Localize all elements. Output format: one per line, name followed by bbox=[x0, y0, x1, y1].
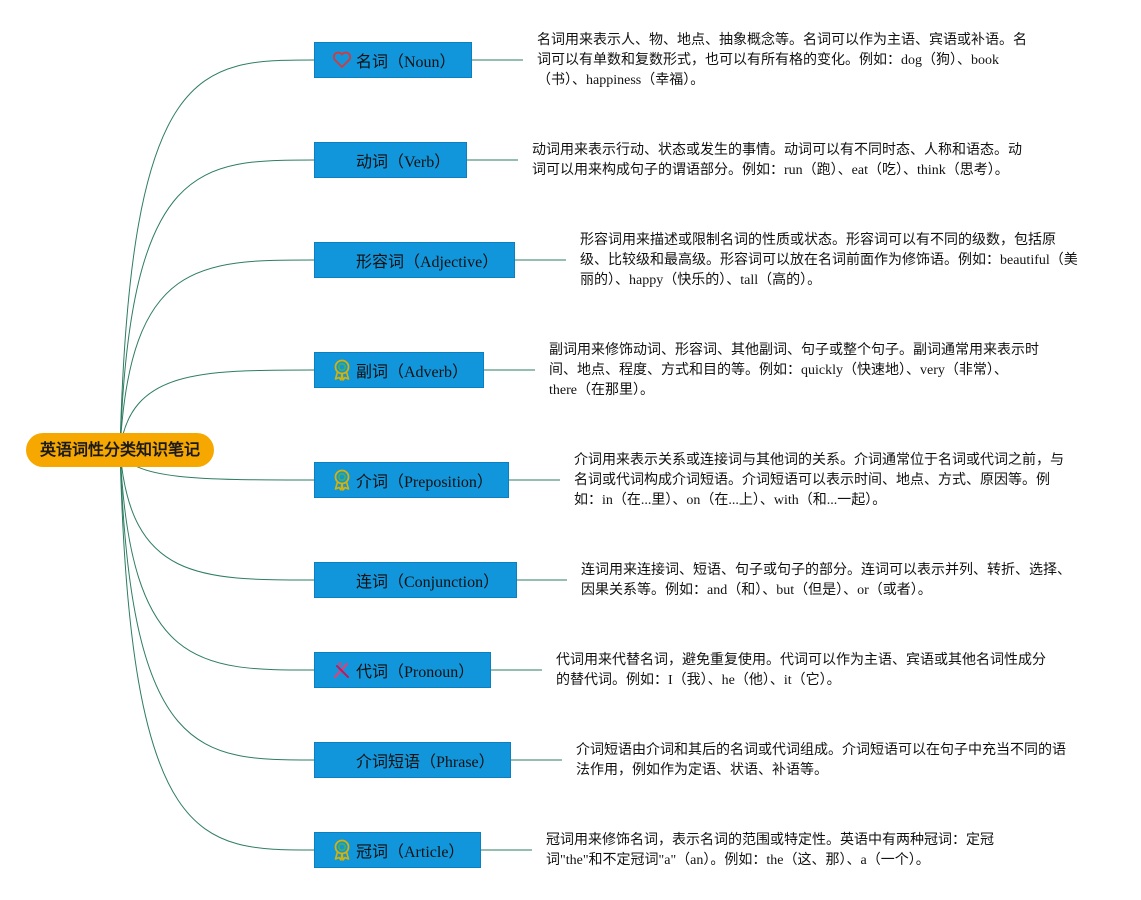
description-line: 间、地点、程度、方式和目的等。例如：quickly（快速地）、very（非常）、 bbox=[549, 363, 1008, 378]
description-line: 如：in（在...里）、on（在...上）、with（和...一起）。 bbox=[574, 493, 887, 508]
blank-icon bbox=[331, 749, 353, 771]
description-line: 级、比较级和最高级。形容词可以放在名词前面作为修饰语。例如：beautiful（… bbox=[580, 253, 1078, 268]
topic-description: 介词用来表示关系或连接词与其他词的关系。介词通常位于名词或代词之前，与名词或代词… bbox=[574, 451, 1064, 511]
pencil-tools-icon bbox=[331, 659, 353, 681]
root-topic[interactable]: 英语词性分类知识笔记 bbox=[26, 433, 214, 467]
topic-description: 代词用来代替名词，避免重复使用。代词可以作为主语、宾语或其他名词性成分的替代词。… bbox=[556, 651, 1046, 691]
heart-icon bbox=[331, 49, 353, 71]
description-line: 丽的）、happy（快乐的）、tall（高的）。 bbox=[580, 273, 822, 288]
blank-icon bbox=[331, 569, 353, 591]
topic-description: 形容词用来描述或限制名词的性质或状态。形容词可以有不同的级数，包括原级、比较级和… bbox=[580, 231, 1078, 291]
description-line: （书）、happiness（幸福）。 bbox=[537, 73, 705, 88]
topic-label: 代词（Pronoun） bbox=[356, 664, 475, 681]
description-line: 名词用来表示人、物、地点、抽象概念等。名词可以作为主语、宾语或补语。名 bbox=[537, 33, 1027, 48]
root-to-node-connector bbox=[119, 449, 315, 761]
root-to-node-connector bbox=[119, 449, 315, 581]
topic-node-1[interactable]: 名词（Noun） bbox=[314, 42, 472, 78]
root-to-node-connector bbox=[119, 449, 315, 851]
award-badge-icon bbox=[331, 839, 353, 861]
description-line: 副词用来修饰动词、形容词、其他副词、句子或整个句子。副词通常用来表示时 bbox=[549, 343, 1039, 358]
description-line: there（在那里）。 bbox=[549, 383, 654, 398]
description-line: 词"the"和不定冠词"a"（an）。例如：the（这、那）、a（一个）。 bbox=[546, 853, 930, 868]
description-line: 冠词用来修饰名词，表示名词的范围或特定性。英语中有两种冠词：定冠 bbox=[546, 833, 994, 848]
topic-label: 动词（Verb） bbox=[356, 154, 451, 171]
description-line: 因果关系等。例如：and（和）、but（但是）、or（或者）。 bbox=[581, 583, 932, 598]
description-line: 词可以用来构成句子的谓语部分。例如：run（跑）、eat（吃）、think（思考… bbox=[532, 163, 1009, 178]
root-to-node-connector bbox=[119, 449, 315, 671]
award-badge-icon bbox=[331, 469, 353, 491]
blank-icon bbox=[331, 249, 353, 271]
topic-node-7[interactable]: 代词（Pronoun） bbox=[314, 652, 491, 688]
topic-node-8[interactable]: 介词短语（Phrase） bbox=[314, 742, 511, 778]
description-line: 连词用来连接词、短语、句子或句子的部分。连词可以表示并列、转折、选择、 bbox=[581, 563, 1071, 578]
description-line: 形容词用来描述或限制名词的性质或状态。形容词可以有不同的级数，包括原 bbox=[580, 233, 1056, 248]
topic-node-9[interactable]: 冠词（Article） bbox=[314, 832, 481, 868]
topic-node-4[interactable]: 副词（Adverb） bbox=[314, 352, 484, 388]
topic-description: 介词短语由介词和其后的名词或代词组成。介词短语可以在句子中充当不同的语法作用，例… bbox=[576, 741, 1066, 781]
topic-node-5[interactable]: 介词（Preposition） bbox=[314, 462, 509, 498]
topic-label: 介词短语（Phrase） bbox=[356, 754, 495, 771]
description-line: 动词用来表示行动、状态或发生的事情。动词可以有不同时态、人称和语态。动 bbox=[532, 143, 1022, 158]
topic-description: 名词用来表示人、物、地点、抽象概念等。名词可以作为主语、宾语或补语。名词可以有单… bbox=[537, 31, 1027, 91]
topic-description: 连词用来连接词、短语、句子或句子的部分。连词可以表示并列、转折、选择、因果关系等… bbox=[581, 561, 1071, 601]
topic-label: 介词（Preposition） bbox=[356, 474, 493, 491]
description-line: 代词用来代替名词，避免重复使用。代词可以作为主语、宾语或其他名词性成分 bbox=[556, 653, 1046, 668]
award-badge-icon bbox=[331, 359, 353, 381]
root-to-node-connector bbox=[119, 369, 315, 451]
root-to-node-connector bbox=[119, 159, 315, 451]
description-line: 介词短语由介词和其后的名词或代词组成。介词短语可以在句子中充当不同的语 bbox=[576, 743, 1066, 758]
topic-description: 动词用来表示行动、状态或发生的事情。动词可以有不同时态、人称和语态。动词可以用来… bbox=[532, 141, 1022, 181]
blank-icon bbox=[331, 149, 353, 171]
root-to-node-connector bbox=[119, 59, 315, 451]
description-line: 法作用，例如作为定语、状语、补语等。 bbox=[576, 763, 828, 778]
topic-description: 冠词用来修饰名词，表示名词的范围或特定性。英语中有两种冠词：定冠词"the"和不… bbox=[546, 831, 994, 871]
topic-node-6[interactable]: 连词（Conjunction） bbox=[314, 562, 517, 598]
description-line: 介词用来表示关系或连接词与其他词的关系。介词通常位于名词或代词之前，与 bbox=[574, 453, 1064, 468]
topic-label: 副词（Adverb） bbox=[356, 364, 468, 381]
topic-label: 连词（Conjunction） bbox=[356, 574, 500, 591]
topic-label: 形容词（Adjective） bbox=[356, 254, 499, 271]
topic-node-3[interactable]: 形容词（Adjective） bbox=[314, 242, 515, 278]
topic-label: 冠词（Article） bbox=[356, 844, 465, 861]
description-line: 名词或代词构成介词短语。介词短语可以表示时间、地点、方式、原因等。例 bbox=[574, 473, 1050, 488]
root-to-node-connector bbox=[119, 259, 315, 451]
topic-label: 名词（Noun） bbox=[356, 54, 456, 71]
topic-node-2[interactable]: 动词（Verb） bbox=[314, 142, 467, 178]
topic-description: 副词用来修饰动词、形容词、其他副词、句子或整个句子。副词通常用来表示时间、地点、… bbox=[549, 341, 1039, 401]
description-line: 的替代词。例如：I（我）、he（他）、it（它）。 bbox=[556, 673, 841, 688]
description-line: 词可以有单数和复数形式，也可以有所有格的变化。例如：dog（狗）、book bbox=[537, 53, 999, 68]
